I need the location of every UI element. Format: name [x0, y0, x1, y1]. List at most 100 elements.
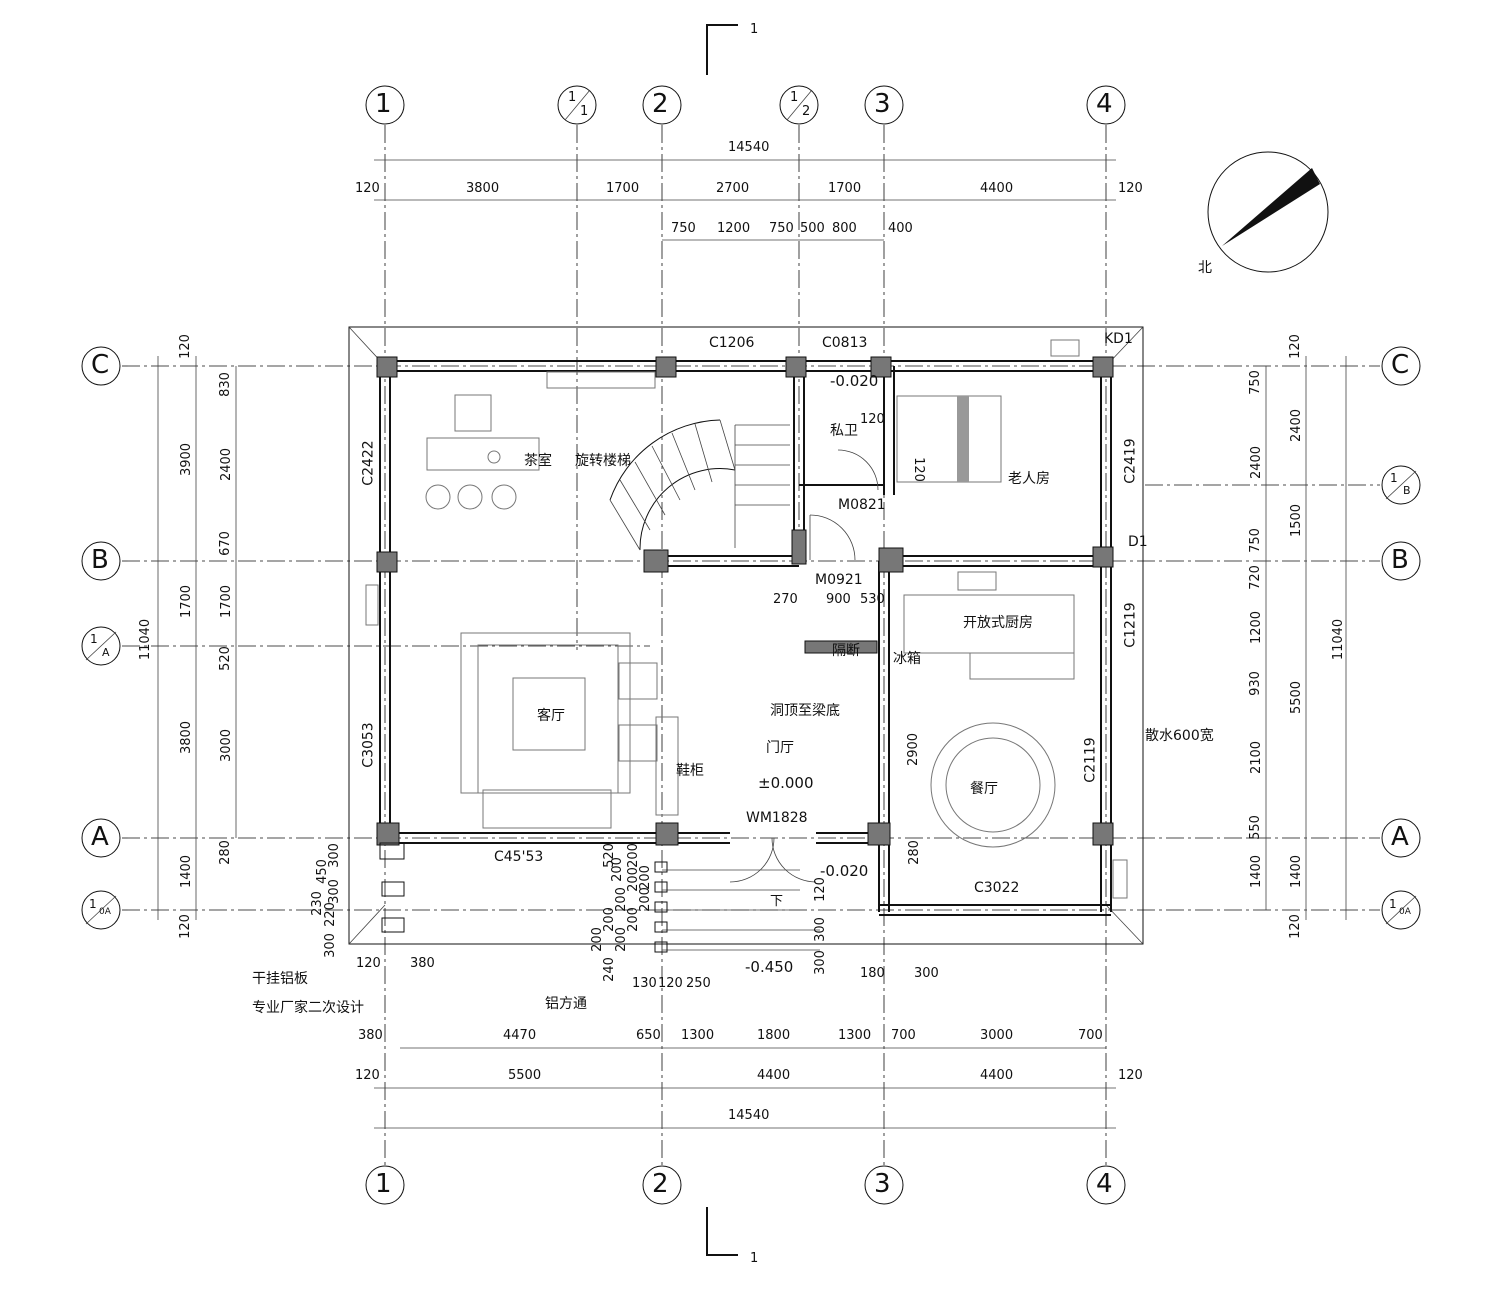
dim-bottom1-5: 1300: [838, 1028, 872, 1043]
axis-label-1-2-sub: 2: [802, 104, 811, 119]
room-open-kitchen: 开放式厨房: [963, 615, 1033, 631]
note-panel-2: 专业厂家二次设计: [252, 1000, 364, 1016]
dim-right-inner-0: 750: [1247, 370, 1263, 395]
dim-misc-16: 380: [410, 956, 435, 971]
dim-top-3: 2700: [716, 181, 750, 196]
dim-left-outer-4: 1400: [179, 854, 195, 889]
dim-bottom2-4: 120: [1118, 1068, 1143, 1083]
axis-bubbles: [81, 85, 1421, 1205]
dim-bottom2-2: 4400: [757, 1068, 791, 1083]
axis-label-C-left: C: [91, 350, 110, 380]
door-label-M0821: M0821: [838, 497, 886, 513]
axis-label-1-1-sub: 1: [580, 104, 589, 119]
win-label-D1: D1: [1128, 534, 1148, 550]
win-label-KD1: KD1: [1104, 331, 1133, 347]
dim-right-inner-7: 550: [1247, 815, 1263, 840]
dim-bottom1-4: 1800: [757, 1028, 791, 1043]
dim-left-outer-1: 3900: [179, 442, 195, 477]
dim-right-outer-4: 1400: [1289, 854, 1305, 889]
room-foyer: 门厅: [766, 740, 794, 756]
dim-right-outer-5: 120: [1287, 914, 1303, 939]
axis-label-4-bottom: 4: [1096, 1169, 1113, 1199]
room-partition: 隔断: [832, 643, 860, 659]
dim-misc-12: 130: [632, 976, 657, 991]
north-label: 北: [1198, 260, 1212, 276]
note-apron: 散水600宽: [1145, 728, 1214, 744]
room-living-room: 客厅: [537, 708, 565, 724]
dim-top-5: 4400: [980, 181, 1014, 196]
dim-misc-21: 300: [326, 879, 342, 904]
room-dining: 餐厅: [970, 781, 998, 797]
door-label-WM1828: WM1828: [746, 810, 808, 826]
dim-misc-14: 250: [686, 976, 711, 991]
axis-label-4-top: 4: [1096, 89, 1113, 119]
dim-misc-3: 120: [860, 412, 885, 427]
dim-bottom2-3: 4400: [980, 1068, 1014, 1083]
axis-label-B-left: B: [91, 545, 109, 575]
axis-label-10A-left-sub: 0A: [99, 907, 111, 917]
dim-right-inner-4: 1200: [1249, 610, 1265, 645]
walls: [379, 360, 1112, 916]
dim-bottom1-8: 700: [1078, 1028, 1103, 1043]
dim-top-6: 120: [1118, 181, 1143, 196]
room-elder-bedroom: 老人房: [1008, 471, 1050, 487]
note-panel-1: 干挂铝板: [252, 971, 308, 987]
dim-misc-9: 300: [812, 950, 828, 975]
dim-right-inner-8: 1400: [1249, 854, 1265, 889]
dim-misc-1: 900: [826, 592, 851, 607]
grid-lines: [122, 125, 1380, 1165]
dim-misc-15: 120: [356, 956, 381, 971]
dim-right-inner-3: 720: [1247, 565, 1263, 590]
dim-left-outer-3: 3800: [179, 720, 195, 755]
dim-misc-8: 300: [812, 917, 828, 942]
dim-bottom1-2: 650: [636, 1028, 661, 1043]
win-label-C3053: C3053: [360, 722, 377, 768]
dim-misc-7: 120: [812, 877, 828, 902]
section-marks: [706, 24, 738, 1256]
win-label-C1219: C1219: [1122, 602, 1139, 648]
win-label-C2119: C2119: [1082, 737, 1099, 783]
level-bath: -0.020: [830, 372, 879, 390]
columns: [376, 356, 1114, 846]
axis-label-1B-right-sub: B: [1403, 484, 1411, 497]
section-mark-bottom: 1: [750, 1251, 758, 1266]
axis-label-1-2-top: 1: [790, 90, 799, 105]
dim-bottom1-7: 3000: [980, 1028, 1014, 1043]
dim-misc-32: 200: [637, 887, 653, 912]
dim-top-0: 120: [355, 181, 380, 196]
axis-label-A-right: A: [1391, 822, 1409, 852]
dim-misc-2: 530: [860, 592, 885, 607]
dim-misc-6: 280: [906, 840, 922, 865]
axis-label-C-right: C: [1391, 350, 1410, 380]
dim-bottom-total: 14540: [728, 1108, 770, 1123]
room-opening-note: 洞顶至梁底: [770, 703, 840, 719]
dim-right-outer-2: 1500: [1289, 503, 1305, 538]
dim-left-inner-0: 830: [217, 372, 233, 397]
win-label-C2419: C2419: [1122, 438, 1139, 484]
win-label-C0813: C0813: [822, 335, 868, 351]
dim-misc-0: 270: [773, 592, 798, 607]
dim-left-inner-5: 3000: [219, 728, 235, 763]
win-label-C45-53: C45'53: [494, 849, 544, 865]
room-spiral-stair: 旋转楼梯: [575, 453, 631, 469]
dim-bottom2-1: 5500: [508, 1068, 542, 1083]
dim-left-inner-3: 1700: [219, 584, 235, 619]
dim-misc-10: 180: [860, 966, 885, 981]
dim-left-outer-5: 120: [177, 914, 193, 939]
dim-right-inner-6: 2100: [1249, 740, 1265, 775]
dim-misc-27: 240: [601, 957, 617, 982]
dim-bottom1-1: 4470: [503, 1028, 537, 1043]
note-stair-down: 下: [770, 894, 784, 909]
dim-bottom1-6: 700: [891, 1028, 916, 1043]
level-foyer: ±0.000: [758, 774, 814, 792]
dim-left-inner-1: 2400: [219, 447, 235, 482]
dim-detail-4: 800: [832, 221, 857, 236]
dim-misc-29: 200: [609, 857, 625, 882]
dim-bottom1-0: 380: [358, 1028, 383, 1043]
dim-detail-3: 500: [800, 221, 825, 236]
dimension-lines: [157, 159, 1347, 1129]
level-ground: -0.450: [745, 958, 794, 976]
axis-label-1B-right: 1: [1390, 471, 1398, 485]
